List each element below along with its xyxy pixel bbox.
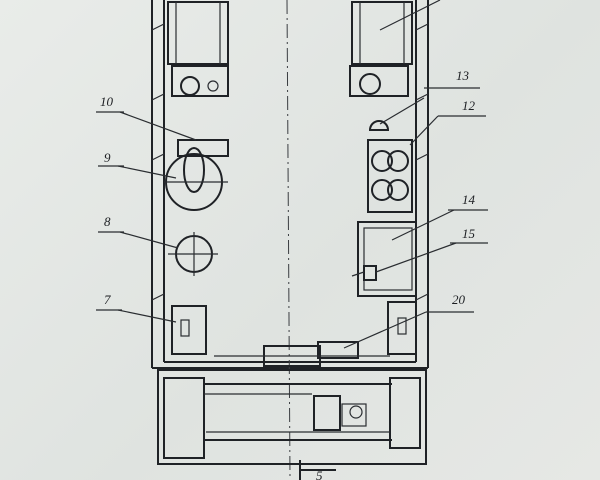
component-8 [119, 231, 218, 276]
component-14 [357, 209, 455, 297]
component-10 [119, 111, 229, 157]
callout-labels: 13 12 10 9 14 15 8 7 20 5 [96, 68, 488, 480]
label-13: 13 [456, 68, 470, 83]
center-axis-line [286, 0, 291, 479]
component-12 [367, 115, 439, 213]
label-15: 15 [462, 226, 476, 241]
label-10: 10 [100, 94, 114, 109]
component-9 [117, 147, 228, 211]
label-14: 14 [462, 192, 476, 207]
chassis-frame [157, 369, 427, 465]
right-lower-box [387, 301, 417, 355]
top-left-cylinder [167, 1, 229, 97]
label-9: 9 [104, 150, 111, 165]
component-20 [214, 311, 427, 367]
label-8: 8 [104, 214, 111, 229]
label-12: 12 [462, 98, 476, 113]
section-marker [299, 460, 336, 480]
component-7 [117, 305, 207, 355]
component-13 [368, 97, 425, 131]
body-walls [151, 0, 429, 369]
component-15 [351, 242, 457, 281]
label-7: 7 [104, 292, 111, 307]
section-mark-label: 5 [316, 468, 323, 480]
label-20: 20 [452, 292, 466, 307]
top-right-cylinder [349, 0, 441, 97]
